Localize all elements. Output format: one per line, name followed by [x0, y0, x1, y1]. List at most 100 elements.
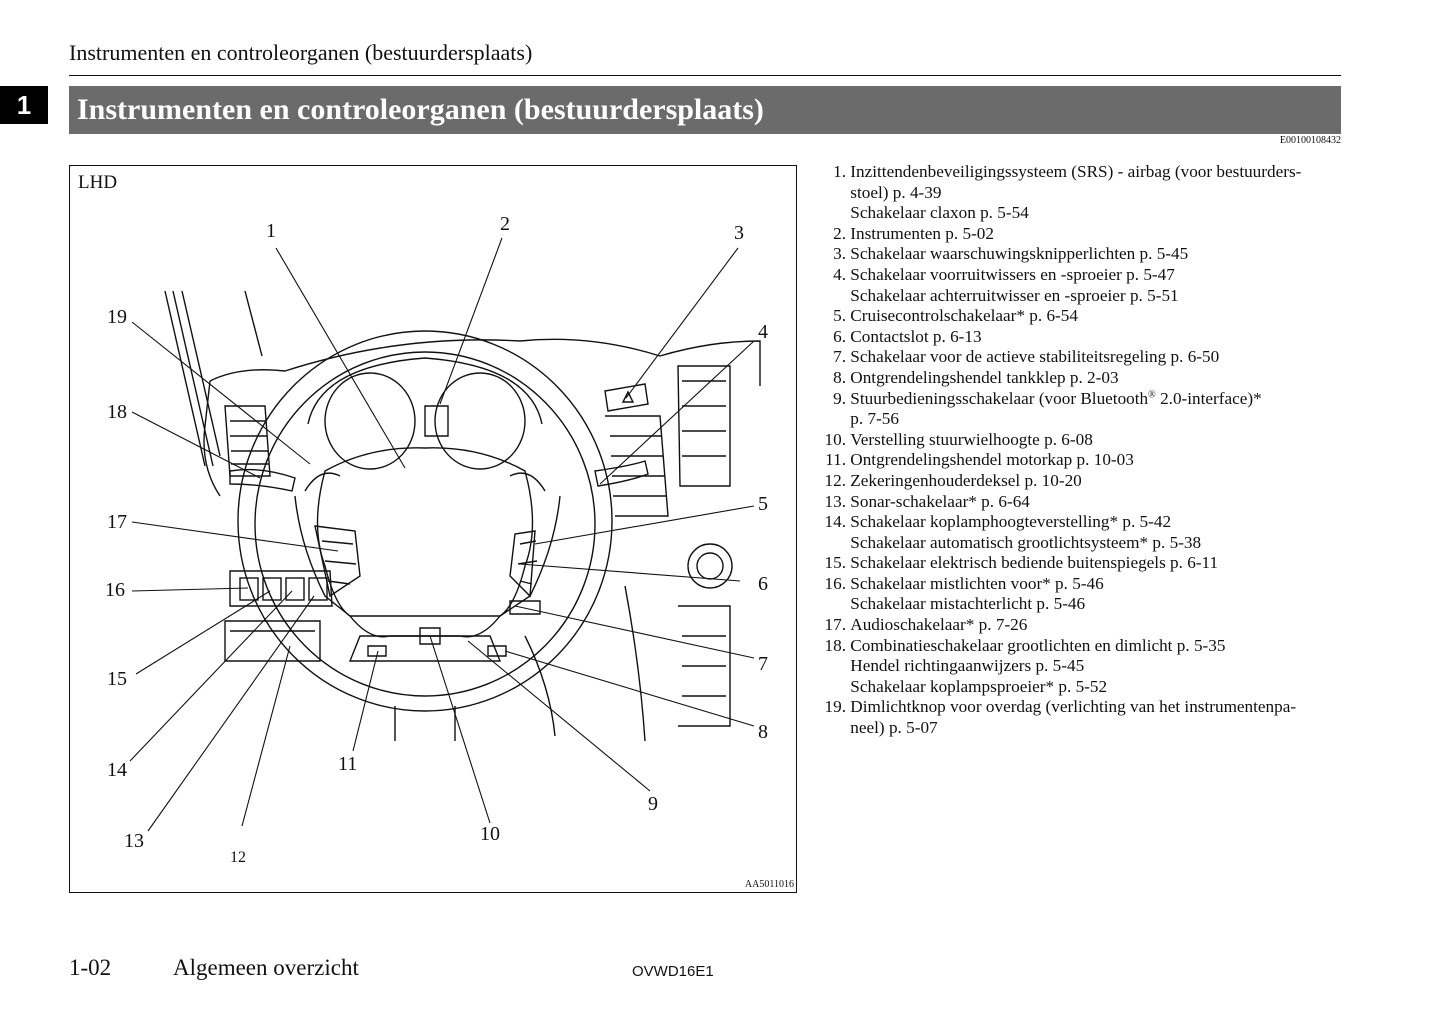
- legend-item: Hendel richtingaanwijzers p. 5-45: [812, 656, 1332, 677]
- legend-text: Verstelling stuurwielhoogte p. 6-08: [850, 429, 1093, 449]
- legend-text: neel) p. 5-07: [850, 718, 938, 738]
- legend-item-text: Ontgrendelingshendel tankklep p. 2-03: [850, 368, 1332, 389]
- legend-item-text: Schakelaar mistachterlicht p. 5-46: [850, 594, 1332, 615]
- legend-item-text: Inzittendenbeveiligingssysteem (SRS) - a…: [850, 162, 1332, 183]
- legend-item-number: 17.: [824, 615, 846, 635]
- legend-text: Schakelaar voorruitwissers en -sproeier …: [850, 264, 1175, 284]
- callout-label: 1: [266, 220, 276, 242]
- legend-item-text: Cruisecontrolschakelaar* p. 6-54: [850, 306, 1332, 327]
- callout-label: 15: [107, 668, 127, 690]
- component-legend: 1.Inzittendenbeveiligingssysteem (SRS) -…: [812, 162, 1332, 739]
- callout-label: 3: [734, 222, 744, 244]
- legend-item-number: 8.: [833, 367, 846, 387]
- legend-item-text: Dimlichtknop voor overdag (verlichting v…: [850, 697, 1332, 718]
- legend-item-number: 7.: [833, 347, 846, 367]
- callout-leaders: [129, 237, 755, 832]
- legend-item-number: 6.: [833, 326, 846, 346]
- legend-item: 9.Stuurbedieningsschakelaar (voor Blueto…: [812, 389, 1332, 410]
- section-title: Instrumenten en controleorganen (bestuur…: [69, 86, 1341, 134]
- running-header: Instrumenten en controleorganen (bestuur…: [69, 40, 533, 65]
- legend-item-text: p. 7-56: [850, 409, 1332, 430]
- legend-item-number: [812, 718, 850, 739]
- legend-item-text: Schakelaar koplamphoogteverstelling* p. …: [850, 512, 1332, 533]
- legend-text: Zekeringenhouderdeksel p. 10-20: [850, 470, 1082, 490]
- legend-item-text: Schakelaar voorruitwissers en -sproeier …: [850, 265, 1332, 286]
- legend-item: 8.Ontgrendelingshendel tankklep p. 2-03: [812, 368, 1332, 389]
- legend-item-text: Schakelaar mistlichten voor* p. 5-46: [850, 574, 1332, 595]
- legend-item-text: Ontgrendelingshendel motorkap p. 10-03: [850, 450, 1332, 471]
- legend-item: neel) p. 5-07: [812, 718, 1332, 739]
- legend-item-text: Combinatieschakelaar grootlichten en dim…: [850, 636, 1332, 657]
- legend-item-number: [812, 533, 850, 554]
- legend-item-number: [812, 409, 850, 430]
- legend-item-number: 12.: [824, 470, 846, 490]
- legend-text: Schakelaar automatisch grootlichtsysteem…: [850, 532, 1202, 552]
- legend-text: Schakelaar mistachterlicht p. 5-46: [850, 594, 1086, 614]
- legend-item-number: 19.: [824, 697, 846, 717]
- legend-item: Schakelaar koplampsproeier* p. 5-52: [812, 677, 1332, 698]
- callout-label: 16: [105, 579, 125, 601]
- legend-text: Sonar-schakelaar* p. 6-64: [850, 491, 1030, 511]
- legend-text: Schakelaar voor de actieve stabiliteitsr…: [850, 347, 1220, 367]
- chapter-tab: 1: [0, 86, 48, 124]
- callout-label: 8: [758, 721, 768, 743]
- legend-item: stoel) p. 4-39: [812, 183, 1332, 204]
- legend-item-text: Hendel richtingaanwijzers p. 5-45: [850, 656, 1332, 677]
- legend-text: Schakelaar koplampsproeier* p. 5-52: [850, 676, 1108, 696]
- legend-item-text: Contactslot p. 6-13: [850, 327, 1332, 348]
- callout-label: 5: [758, 493, 768, 515]
- legend-text: p. 7-56: [850, 409, 899, 429]
- legend-item-text: Zekeringenhouderdeksel p. 10-20: [850, 471, 1332, 492]
- legend-item: 15.Schakelaar elektrisch bediende buiten…: [812, 553, 1332, 574]
- legend-item-number: 11.: [825, 450, 846, 470]
- legend-text: Inzittendenbeveiligingssysteem (SRS) - a…: [850, 162, 1302, 181]
- legend-item: 14.Schakelaar koplamphoogteverstelling* …: [812, 512, 1332, 533]
- figure-code: AA5011016: [744, 879, 794, 890]
- legend-text: Schakelaar claxon p. 5-54: [850, 203, 1029, 223]
- legend-item-text: Schakelaar koplampsproeier* p. 5-52: [850, 677, 1332, 698]
- legend-text: Hendel richtingaanwijzers p. 5-45: [850, 656, 1085, 676]
- legend-item-number: 18.: [824, 635, 846, 655]
- legend-item-text: Schakelaar elektrisch bediende buitenspi…: [850, 553, 1332, 574]
- legend-item-number: 5.: [833, 306, 846, 326]
- callout-label: 10: [480, 823, 500, 845]
- legend-item: Schakelaar claxon p. 5-54: [812, 203, 1332, 224]
- legend-item: 7.Schakelaar voor de actieve stabiliteit…: [812, 347, 1332, 368]
- legend-text: Stuurbedieningsschakelaar (voor Bluetoot…: [850, 388, 1149, 408]
- legend-item: Schakelaar automatisch grootlichtsysteem…: [812, 533, 1332, 554]
- legend-text: Combinatieschakelaar grootlichten en dim…: [850, 635, 1226, 655]
- legend-item-number: 3.: [833, 244, 846, 264]
- legend-item: 11.Ontgrendelingshendel motorkap p. 10-0…: [812, 450, 1332, 471]
- callout-label: 4: [758, 321, 768, 343]
- callout-label: 18: [107, 401, 127, 423]
- callout-label: 14: [107, 759, 127, 781]
- callout-label: 9: [648, 793, 658, 815]
- legend-text: Audioschakelaar* p. 7-26: [850, 615, 1028, 635]
- legend-item-text: stoel) p. 4-39: [850, 183, 1332, 204]
- legend-item: p. 7-56: [812, 409, 1332, 430]
- legend-item: 2.Instrumenten p. 5-02: [812, 224, 1332, 245]
- legend-item: 19.Dimlichtknop voor overdag (verlichtin…: [812, 697, 1332, 718]
- footer-section: Algemeen overzicht: [173, 955, 359, 980]
- legend-item-text: neel) p. 5-07: [850, 718, 1332, 739]
- legend-item-number: 15.: [824, 553, 846, 573]
- footer-code: OVWD16E1: [632, 963, 714, 980]
- callout-label: 19: [107, 306, 127, 328]
- legend-item-number: [812, 594, 850, 615]
- callout-label: 13: [124, 830, 144, 852]
- legend-item: 12.Zekeringenhouderdeksel p. 10-20: [812, 471, 1332, 492]
- legend-item-number: [812, 656, 850, 677]
- legend-item-text: Audioschakelaar* p. 7-26: [850, 615, 1332, 636]
- legend-item: 13.Sonar-schakelaar* p. 6-64: [812, 492, 1332, 513]
- legend-item: 6.Contactslot p. 6-13: [812, 327, 1332, 348]
- section-code: E00100108432: [1279, 135, 1341, 146]
- legend-item: Schakelaar mistachterlicht p. 5-46: [812, 594, 1332, 615]
- legend-item: 1.Inzittendenbeveiligingssysteem (SRS) -…: [812, 162, 1332, 183]
- legend-text: Instrumenten p. 5-02: [850, 223, 994, 243]
- callout-label: 11: [338, 753, 358, 775]
- legend-item-number: 4.: [833, 264, 846, 284]
- legend-item: 3.Schakelaar waarschuwingsknipperlichten…: [812, 244, 1332, 265]
- legend-item-number: [812, 183, 850, 204]
- callout-label: 2: [500, 213, 510, 235]
- legend-item-text: Stuurbedieningsschakelaar (voor Bluetoot…: [850, 389, 1332, 410]
